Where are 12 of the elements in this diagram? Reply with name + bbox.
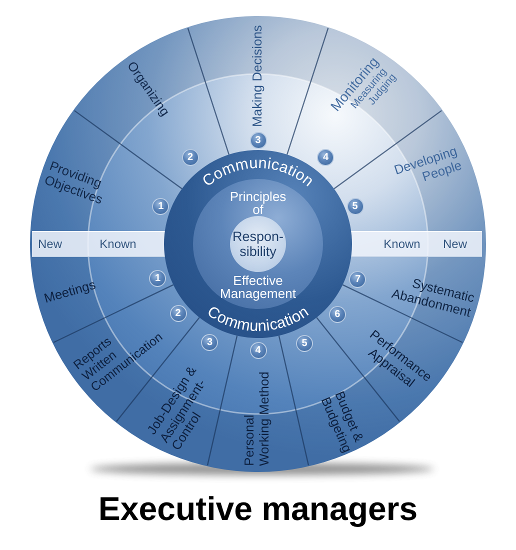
segment-label: Meetings bbox=[42, 278, 98, 306]
disc-label: Effective Management bbox=[220, 274, 296, 300]
disc-label: Principles of bbox=[230, 190, 286, 216]
ring-label: Communication bbox=[204, 303, 312, 336]
band-label: New bbox=[38, 237, 62, 251]
segment-label: Personal Working Method bbox=[242, 370, 272, 466]
band-label: Known bbox=[100, 237, 136, 251]
band-label: New bbox=[443, 237, 467, 251]
segment-label: Making Decisions bbox=[250, 25, 266, 127]
center-label: Respon- sibility bbox=[232, 228, 284, 260]
title: Executive managers bbox=[97, 490, 419, 528]
band-label: Known bbox=[384, 237, 420, 251]
